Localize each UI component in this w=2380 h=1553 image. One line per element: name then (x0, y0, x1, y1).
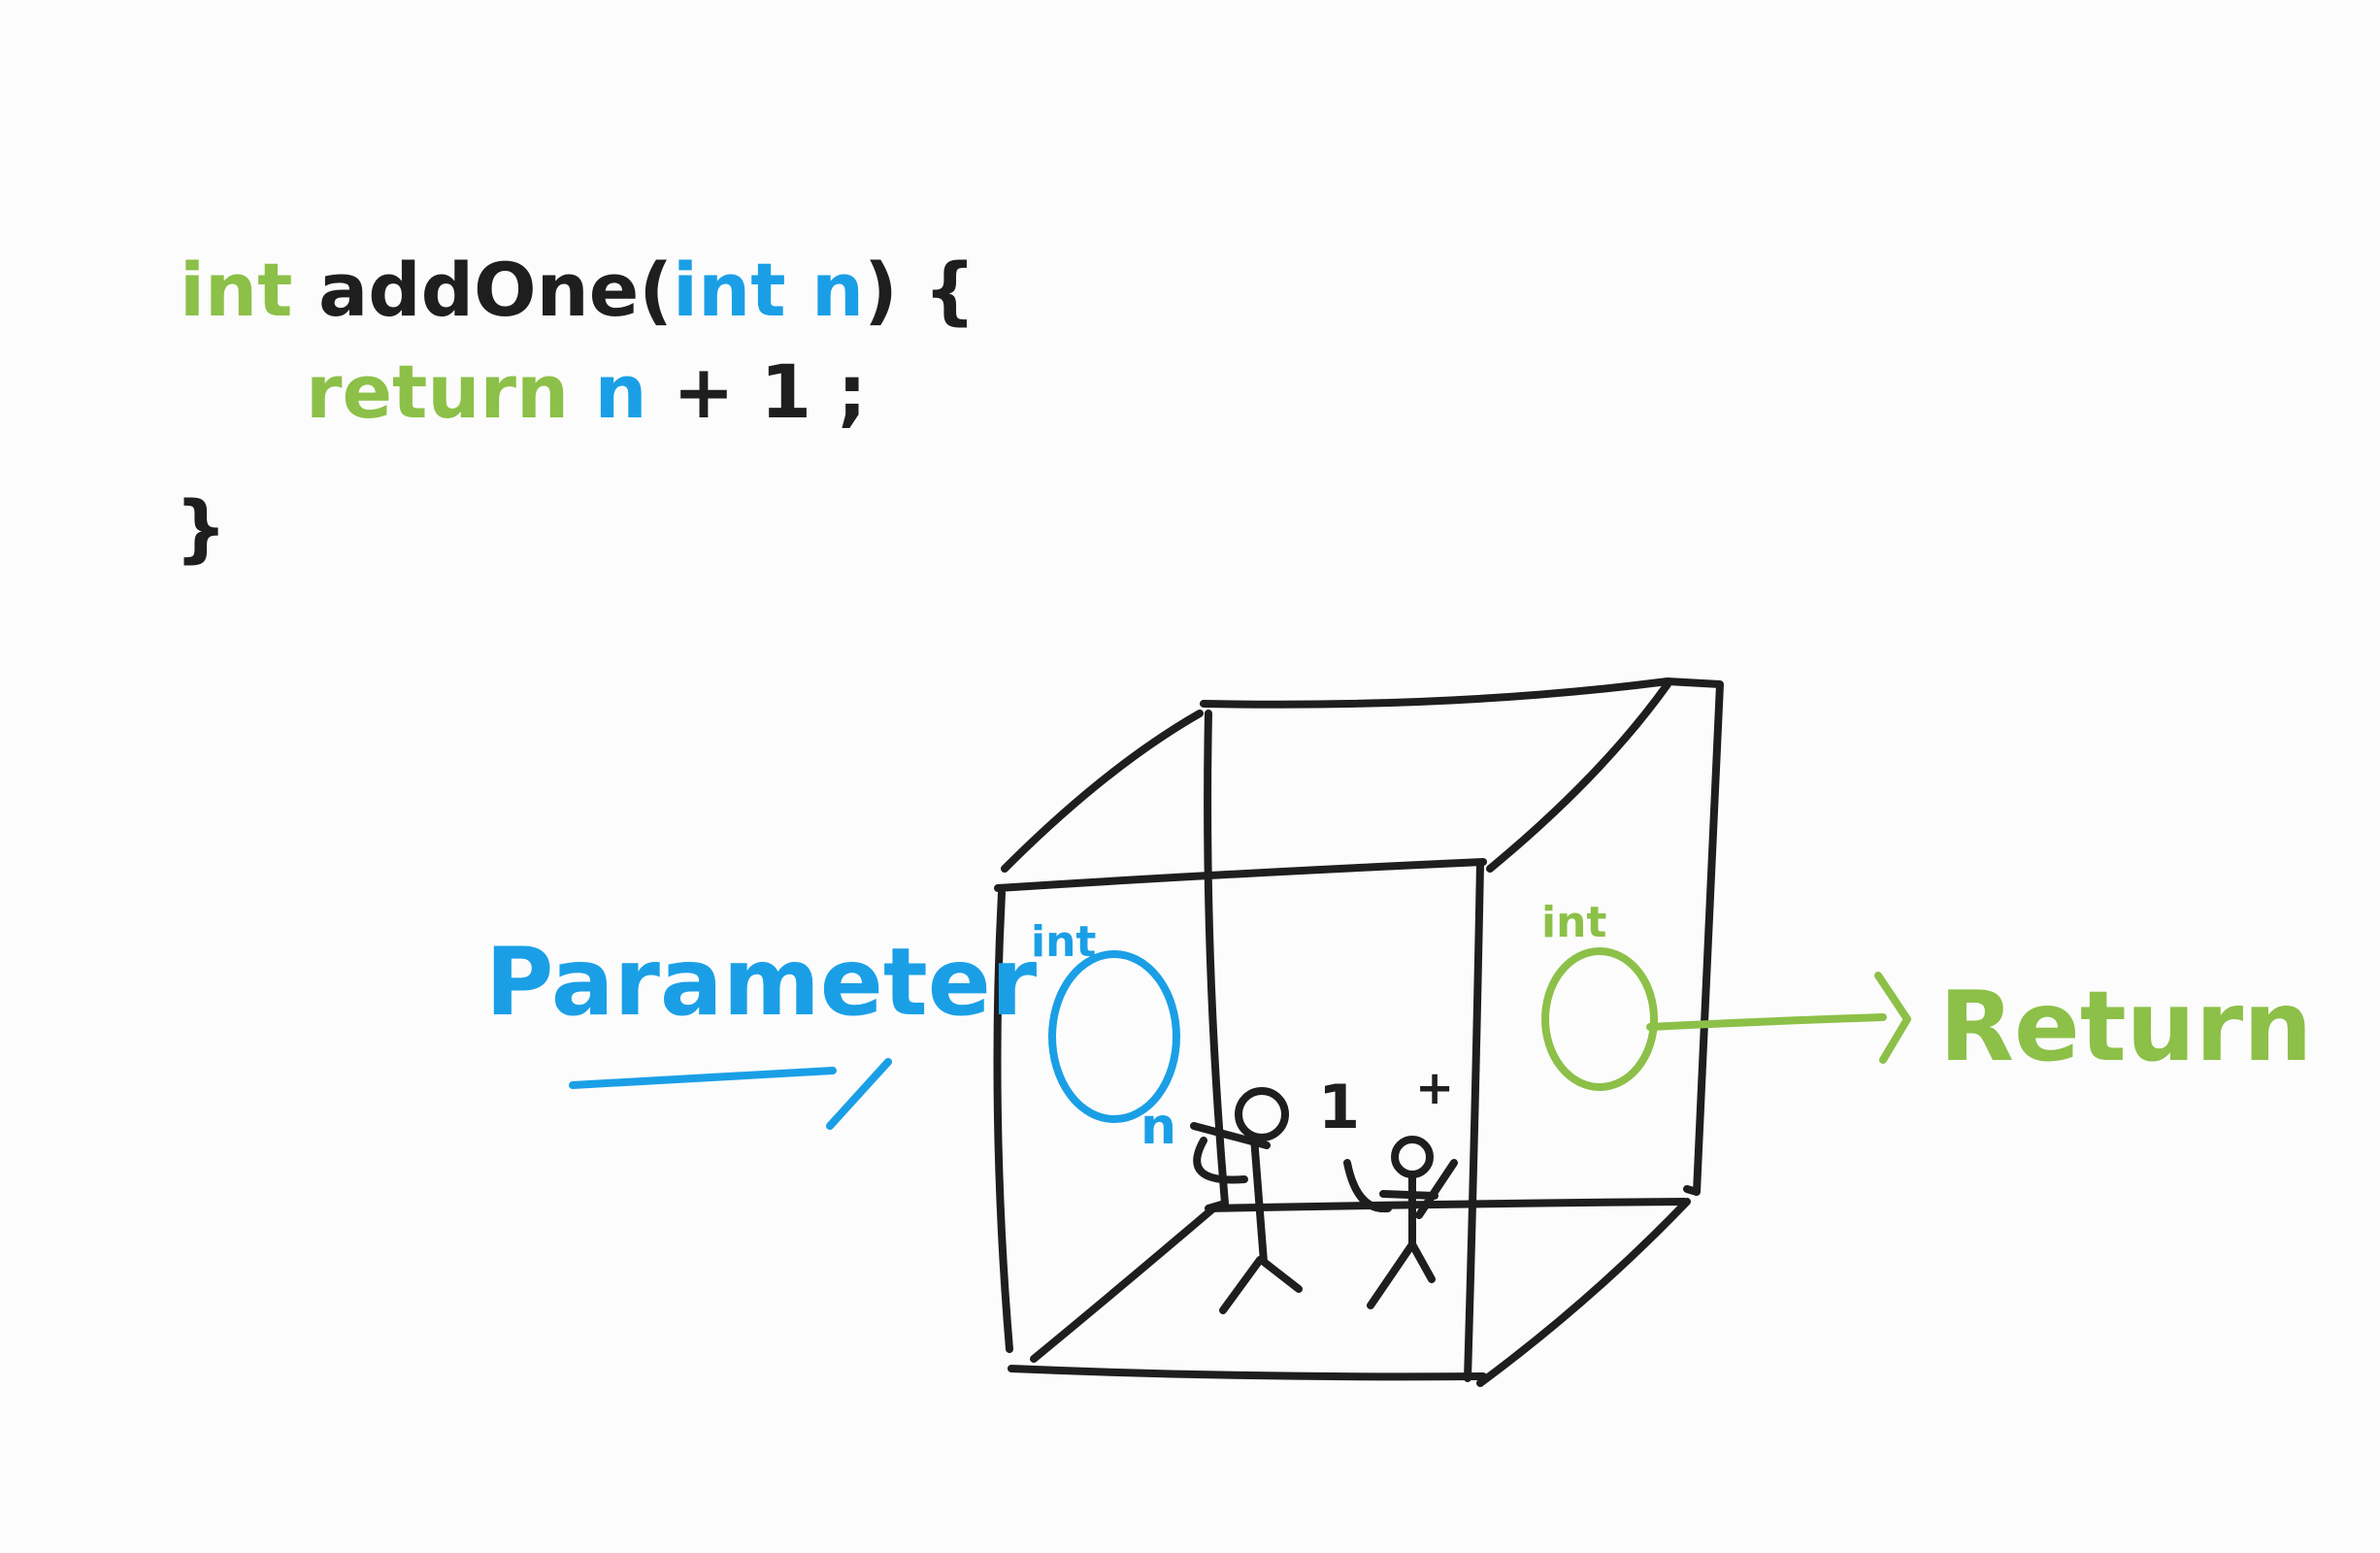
code-token-param: n (811, 247, 864, 333)
parameter-value-slot (1048, 950, 1180, 1123)
cube-back-face-top-right (1200, 677, 1724, 1196)
cube-front-face-right-edge (1464, 860, 1484, 1382)
constant-one-label: 1 (1318, 1072, 1360, 1142)
code-token-plain: + 1 ; (647, 348, 867, 435)
return-arrow-shaft (1646, 1013, 1887, 1031)
stick-figure-left-body (1190, 1122, 1303, 1314)
cube-back-face-left-bottom (1204, 710, 1688, 1212)
code-token-plain: ) { (864, 247, 975, 333)
return-value-slot (1541, 947, 1658, 1091)
stick-figure-right-head (1391, 1136, 1434, 1178)
stick-figure-right (1343, 1136, 1458, 1309)
return-label: Return (1939, 970, 2312, 1083)
parameter-arrow-shaft (569, 1067, 837, 1089)
function-box-cube (993, 677, 1724, 1387)
code-token-plain (786, 247, 811, 333)
code-token-keyword: int (180, 247, 293, 333)
parameter-name-label: n (1140, 1098, 1176, 1156)
return-output: int Return (1541, 898, 2312, 1091)
plus-operator-label: + (1415, 1061, 1454, 1115)
code-line-return-statement: return n + 1 ; (306, 348, 867, 435)
code-snippet: int addOne(int n) { return n + 1 ; } (175, 247, 975, 571)
stick-figure-left (1190, 1087, 1303, 1314)
cube-edge-top-left (1001, 710, 1204, 873)
return-arrow-head (1874, 972, 1911, 1064)
cube-front-face-left-edge (993, 889, 1013, 1353)
code-line-function-signature: int addOne(int n) { (180, 247, 975, 333)
cube-front-face-bottom-edge (1008, 1365, 1487, 1381)
code-token-param: int (673, 247, 786, 333)
code-token-plain (569, 348, 594, 435)
code-line-closing-brace: } (175, 484, 227, 571)
parameter-type-label: int (1031, 917, 1096, 967)
code-token-plain: addOne( (293, 247, 674, 333)
code-token-keyword: return (306, 348, 569, 435)
cube-edge-bottom-left (1030, 1205, 1217, 1363)
parameter-input: Parameter int n (485, 917, 1180, 1156)
cube-edge-bottom-right (1476, 1198, 1691, 1387)
code-token-param: n (595, 348, 647, 435)
return-type-label: int (1541, 898, 1606, 947)
parameter-label: Parameter (485, 928, 1038, 1037)
cube-front-face-top-edge (994, 858, 1487, 892)
stick-figure-right-body (1343, 1159, 1458, 1309)
cube-edge-top-right (1486, 680, 1671, 873)
parameter-arrow-head (826, 1058, 892, 1130)
stick-figure-left-head (1235, 1087, 1289, 1141)
